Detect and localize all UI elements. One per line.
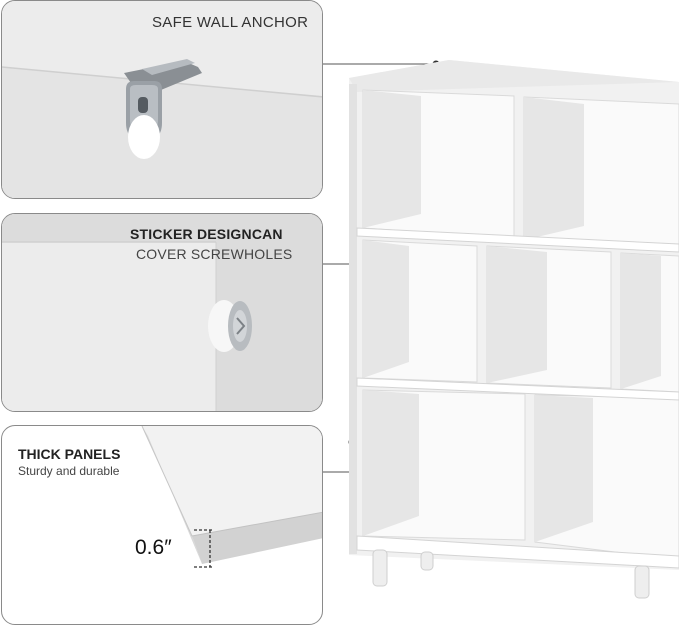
- thick-panels-title: THICK PANELS: [18, 446, 121, 462]
- bookshelf-illustration: [349, 60, 679, 599]
- thickness-measurement: 0.6″: [135, 536, 172, 559]
- feature-panel-wall-anchor: SAFE WALL ANCHOR: [1, 0, 323, 199]
- sticker-title: STICKER DESIGNCAN: [130, 226, 283, 242]
- thick-panels-subtitle: Sturdy and durable: [18, 464, 120, 478]
- wall-anchor-illustration: [2, 1, 322, 198]
- measure-marker-icon: [194, 529, 212, 568]
- panel-edge-illustration: [141, 426, 322, 568]
- screw-cap-icon: [208, 300, 252, 352]
- metal-bracket-icon: [124, 59, 202, 159]
- sticker-subtitle: COVER SCREWHOLES: [136, 246, 293, 262]
- feature-panel-thick: THICK PANELS Sturdy and durable 0.6″: [1, 425, 323, 625]
- feature-panel-sticker: STICKER DESIGNCAN COVER SCREWHOLES: [1, 213, 323, 412]
- sticker-illustration: [2, 214, 322, 411]
- wall-anchor-title: SAFE WALL ANCHOR: [152, 14, 309, 31]
